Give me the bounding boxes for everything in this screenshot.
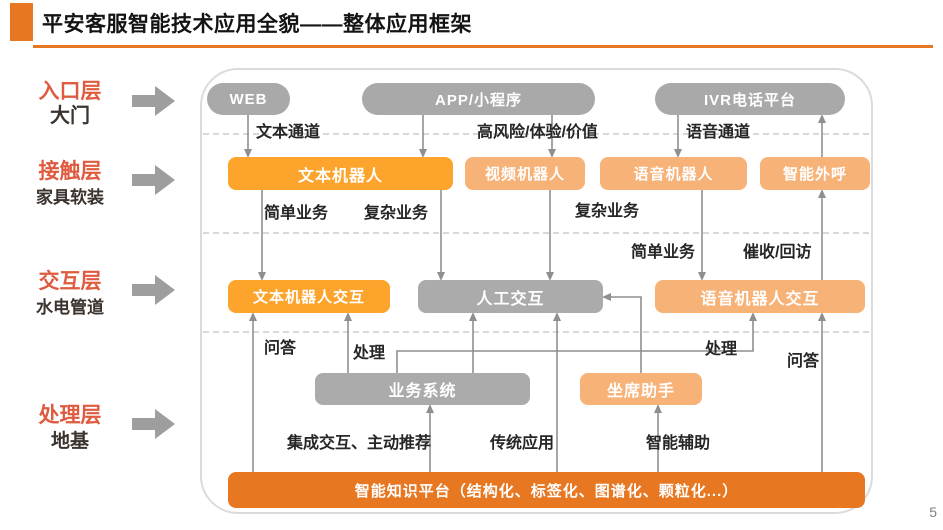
node-ivr-platform: IVR电话平台 <box>655 83 845 115</box>
layer-arrow-icon <box>132 164 176 201</box>
layer-arrow-icon <box>132 85 176 122</box>
node-text-robot-interaction: 文本机器人交互 <box>228 280 390 313</box>
edge-label-integrated-interaction: 集成交互、主动推荐 <box>287 435 432 452</box>
layer-title: 入口层 <box>38 80 102 103</box>
title-underline <box>33 45 933 48</box>
layer-title: 处理层 <box>38 404 102 427</box>
layer-label-entry: 入口层 大门 <box>14 80 126 128</box>
layer-title: 交互层 <box>38 270 102 293</box>
node-video-robot: 视频机器人 <box>465 157 585 190</box>
node-voice-robot: 语音机器人 <box>600 157 747 190</box>
edge-label-qa-right: 问答 <box>787 353 820 370</box>
edge-label-process-right: 处理 <box>705 341 738 358</box>
layer-subtitle: 家具软装 <box>36 188 104 208</box>
edge-label-voice-channel: 语音通道 <box>686 124 751 141</box>
edge-label-collection-callback: 催收/回访 <box>743 244 812 261</box>
layer-arrow-icon <box>132 408 176 445</box>
node-app-mini-program: APP/小程序 <box>362 83 595 115</box>
layer-subtitle: 大门 <box>50 105 90 128</box>
node-knowledge-platform: 智能知识平台（结构化、标签化、图谱化、颗粒化...） <box>228 472 865 508</box>
layer-title: 接触层 <box>38 160 102 183</box>
edge-label-intelligent-assist: 智能辅助 <box>646 435 711 452</box>
edge-label-simple-biz-voice: 简单业务 <box>631 244 696 261</box>
edge-label-simple-biz-text: 简单业务 <box>264 205 329 222</box>
slide-title: 平安客服智能技术应用全貌——整体应用框架 <box>42 13 472 36</box>
layer-label-interaction: 交互层 水电管道 <box>14 270 126 319</box>
layer-label-processing: 处理层 地基 <box>14 404 126 454</box>
edge-label-text-channel: 文本通道 <box>256 124 321 141</box>
layer-arrow-icon <box>132 274 176 311</box>
node-text-robot: 文本机器人 <box>228 157 453 190</box>
node-web: WEB <box>207 83 290 115</box>
node-smart-outbound: 智能外呼 <box>760 157 870 190</box>
edge-label-qa-left: 问答 <box>264 340 297 357</box>
node-voice-robot-interaction: 语音机器人交互 <box>655 280 865 313</box>
node-agent-assistant: 坐席助手 <box>580 373 702 405</box>
edge-label-traditional-app: 传统应用 <box>490 435 555 452</box>
node-business-system: 业务系统 <box>315 373 530 405</box>
node-human-interaction: 人工交互 <box>418 280 603 313</box>
page-number: 5 <box>929 504 937 520</box>
layer-subtitle: 地基 <box>50 431 89 453</box>
layer-subtitle: 水电管道 <box>36 298 104 318</box>
edge-label-process-left: 处理 <box>353 345 386 362</box>
edge-label-complex-biz-video: 复杂业务 <box>575 203 640 220</box>
edge-label-high-risk: 高风险/体验/价值 <box>477 124 598 141</box>
edge-label-complex-biz-text: 复杂业务 <box>364 205 429 222</box>
layer-label-contact: 接触层 家具软装 <box>14 160 126 209</box>
title-accent-block <box>10 3 33 41</box>
